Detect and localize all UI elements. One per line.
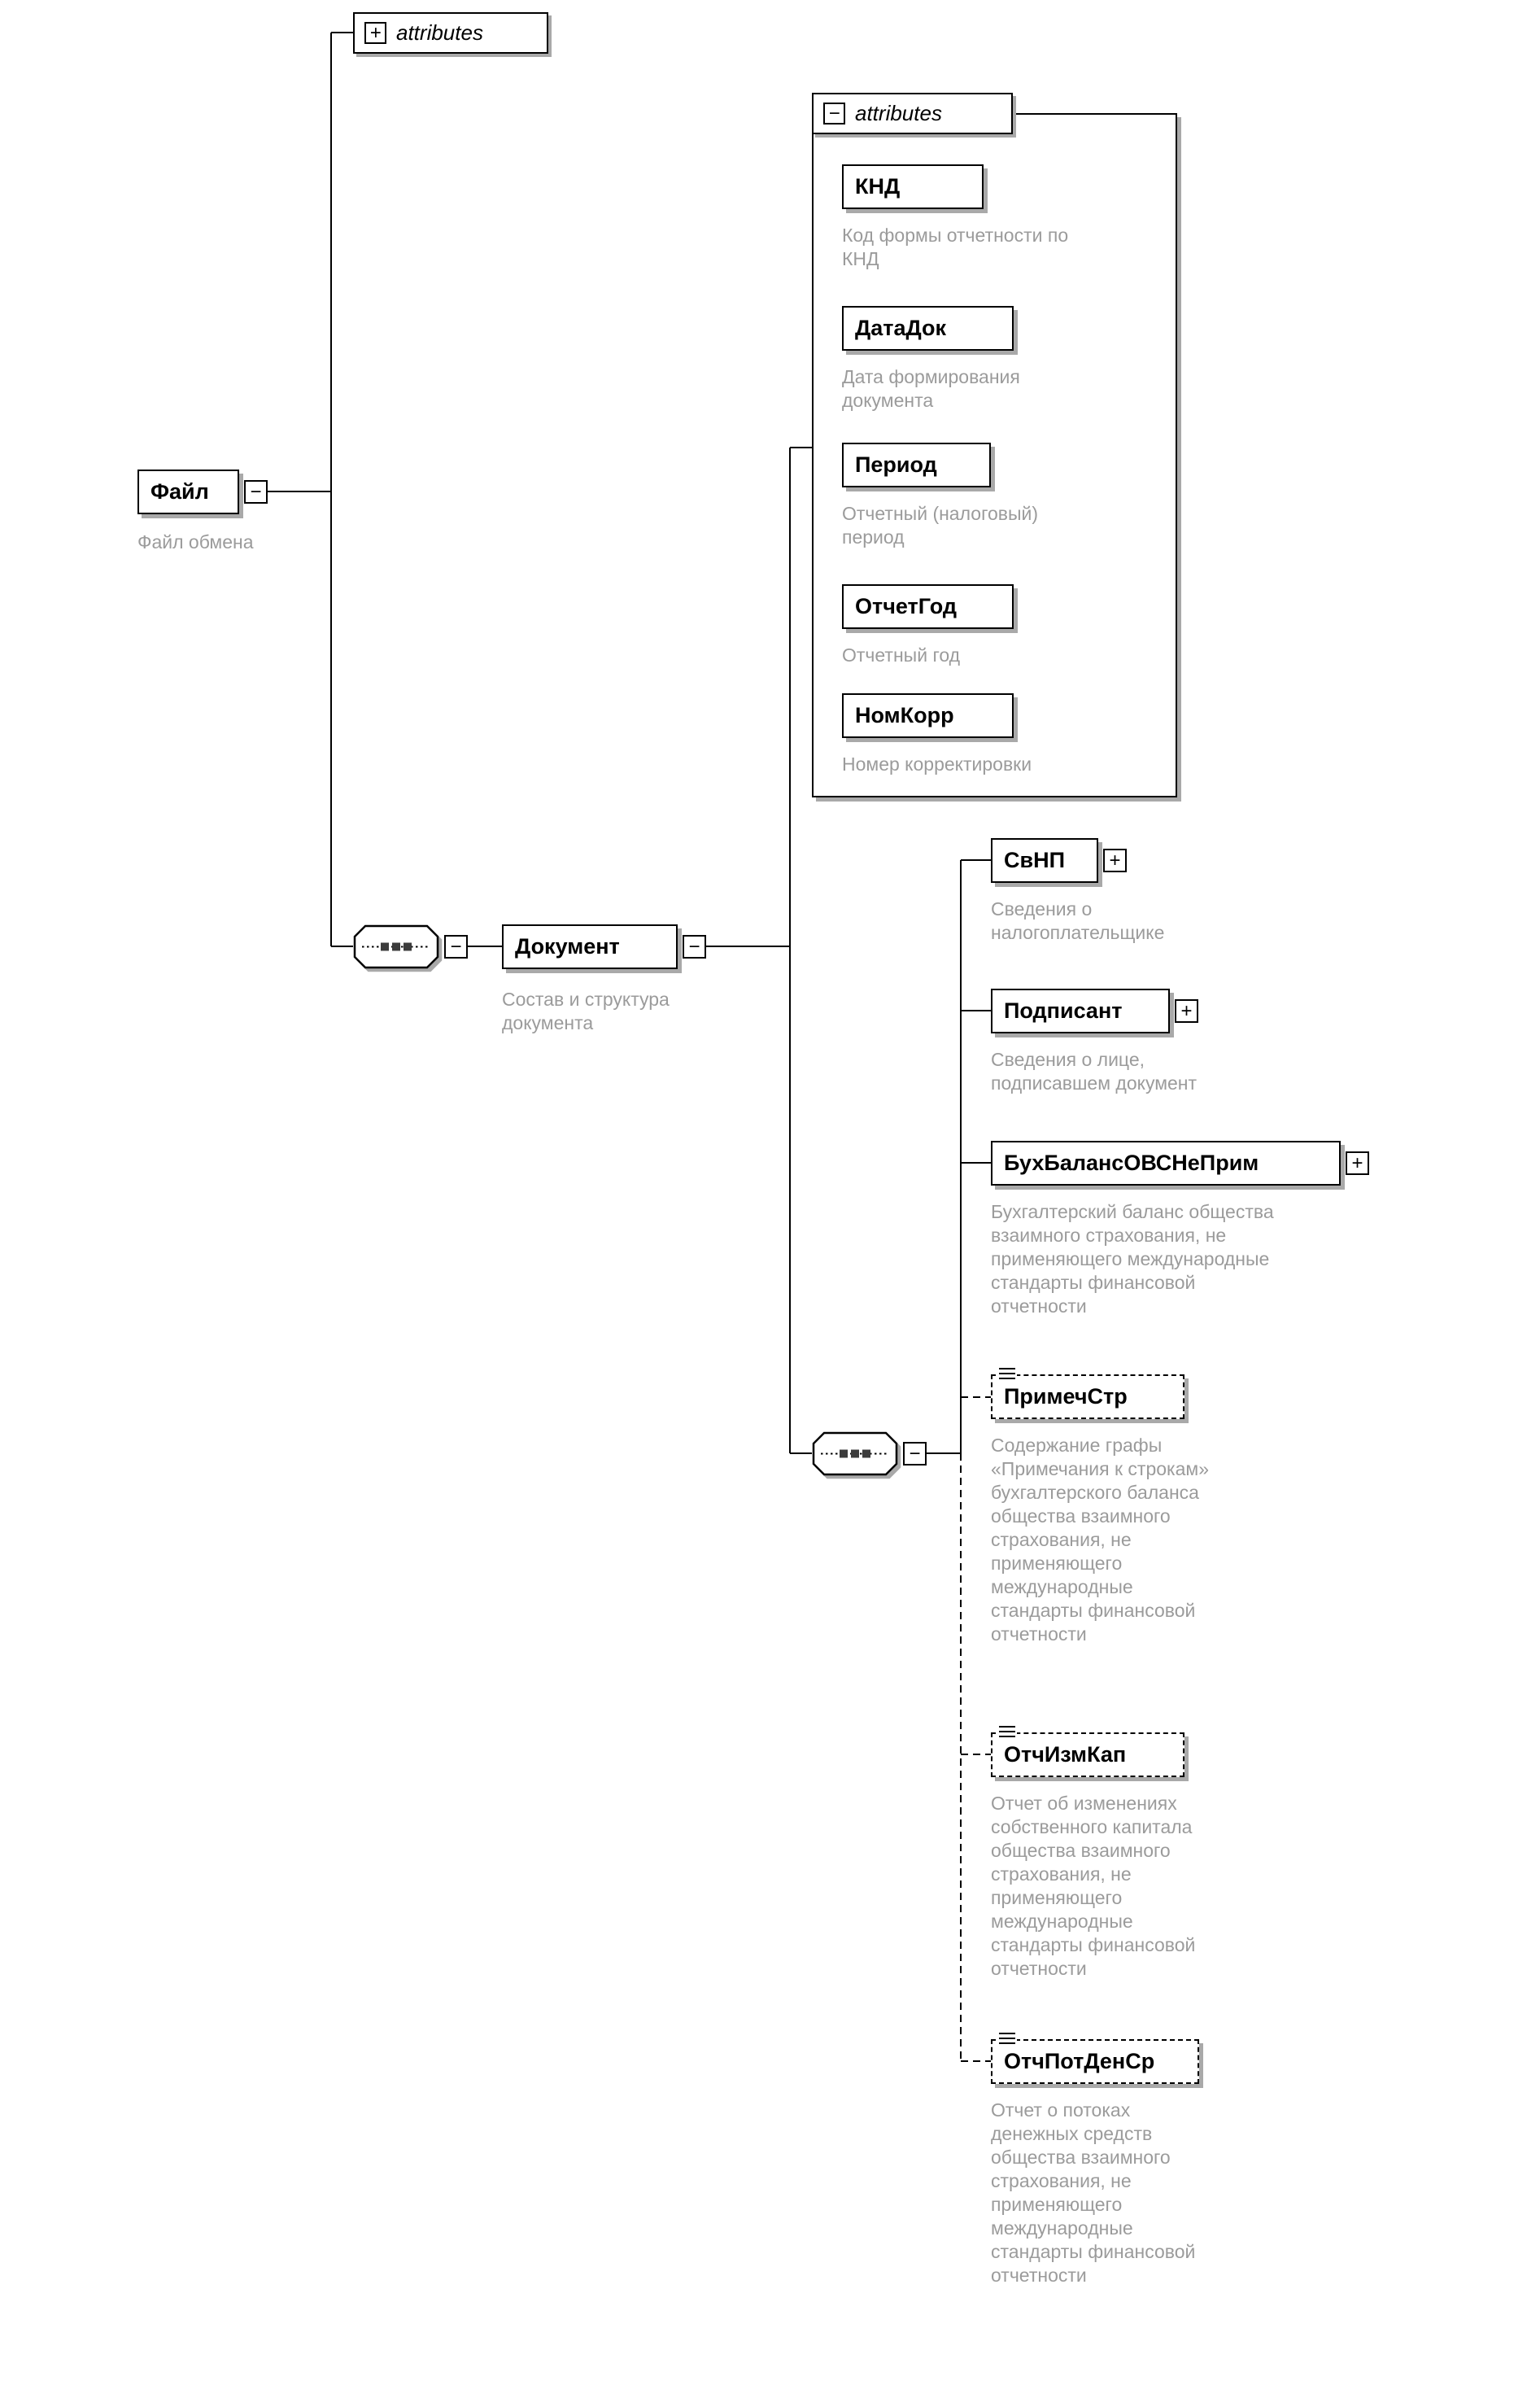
element-podpisant-label: Подписант bbox=[1004, 998, 1123, 1023]
attribute-period[interactable]: Период bbox=[842, 443, 991, 487]
collapse-button-sequence-document[interactable]: − bbox=[903, 1442, 927, 1466]
attribute-otchetgod-label: ОтчетГод bbox=[855, 594, 958, 618]
attribute-period-label: Период bbox=[855, 452, 937, 477]
element-otchizmkap[interactable]: ОтчИзмКап bbox=[991, 1724, 1184, 1777]
attributes-label: attributes bbox=[855, 101, 942, 125]
caption-file: Файл обмена bbox=[137, 531, 254, 553]
caption-svnp: Сведения о налогоплательщике bbox=[991, 898, 1165, 943]
caption-nomkorr: Номер корректировки bbox=[842, 754, 1032, 775]
expand-button-podpisant[interactable]: + bbox=[1175, 999, 1198, 1023]
caption-datadok: Дата формирования документа bbox=[842, 366, 1020, 411]
caption-knd: Код формы отчетности по КНД bbox=[842, 225, 1069, 269]
element-primechstr-label: ПримечСтр bbox=[1004, 1384, 1128, 1409]
element-svnp-label: СвНП bbox=[1004, 848, 1066, 872]
element-otchizmkap-label: ОтчИзмКап bbox=[1004, 1742, 1127, 1767]
text-content-icon bbox=[997, 1724, 1017, 1739]
collapse-button-sequence-file[interactable]: − bbox=[444, 935, 468, 959]
attribute-nomkorr[interactable]: НомКорр bbox=[842, 693, 1014, 738]
sequence-indicator-file[interactable] bbox=[353, 924, 439, 969]
file-attributes-collapsed[interactable]: + attributes bbox=[353, 12, 548, 54]
caption-primechstr: Содержание графы «Примечания к строкам» … bbox=[991, 1435, 1210, 1645]
element-file-label: Файл bbox=[151, 479, 209, 504]
element-otchpotdensr[interactable]: ОтчПотДенСр bbox=[991, 2031, 1199, 2084]
caption-document: Состав и структура документа bbox=[502, 989, 670, 1033]
caption-otchizmkap: Отчет об изменениях собственного капитал… bbox=[991, 1793, 1196, 1979]
collapse-icon[interactable]: − bbox=[823, 103, 845, 124]
caption-podpisant: Сведения о лице, подписавшем документ bbox=[991, 1049, 1198, 1094]
element-document[interactable]: Документ bbox=[502, 924, 678, 969]
attributes-label: attributes bbox=[396, 20, 483, 45]
text-content-icon bbox=[997, 1366, 1017, 1381]
caption-period: Отчетный (налоговый) период bbox=[842, 503, 1038, 548]
attribute-knd-label: КНД bbox=[855, 174, 901, 199]
caption-buhbalansovsneprim: Бухгалтерский баланс общества взаимного … bbox=[991, 1201, 1274, 1317]
expand-icon[interactable]: + bbox=[364, 22, 386, 44]
element-svnp[interactable]: СвНП bbox=[991, 838, 1098, 883]
attributes-group-header[interactable]: − attributes bbox=[812, 93, 1013, 134]
expand-button-buhbalansovsneprim[interactable]: + bbox=[1346, 1151, 1369, 1175]
element-file[interactable]: Файл bbox=[137, 470, 239, 514]
element-buhbalansovsneprim-label: БухБалансОВСНеПрим bbox=[1004, 1151, 1259, 1175]
attribute-nomkorr-label: НомКорр bbox=[855, 703, 954, 727]
attribute-knd[interactable]: КНД bbox=[842, 164, 984, 209]
attribute-otchetgod[interactable]: ОтчетГод bbox=[842, 584, 1014, 629]
caption-otchetgod: Отчетный год bbox=[842, 644, 961, 666]
attribute-datadok-label: ДатаДок bbox=[855, 316, 947, 340]
element-podpisant[interactable]: Подписант bbox=[991, 989, 1170, 1033]
text-content-icon bbox=[997, 2031, 1017, 2046]
element-buhbalansovsneprim[interactable]: БухБалансОВСНеПрим bbox=[991, 1141, 1341, 1186]
element-otchpotdensr-label: ОтчПотДенСр bbox=[1004, 2049, 1155, 2073]
attribute-datadok[interactable]: ДатаДок bbox=[842, 306, 1014, 351]
element-document-label: Документ bbox=[515, 934, 620, 959]
caption-otchpotdensr: Отчет о потоках денежных средств обществ… bbox=[991, 2099, 1196, 2286]
collapse-button-file[interactable]: − bbox=[244, 480, 268, 504]
sequence-indicator-document[interactable] bbox=[812, 1431, 898, 1476]
expand-button-svnp[interactable]: + bbox=[1103, 849, 1127, 872]
collapse-button-document[interactable]: − bbox=[683, 935, 706, 959]
element-primechstr[interactable]: ПримечСтр bbox=[991, 1366, 1184, 1419]
